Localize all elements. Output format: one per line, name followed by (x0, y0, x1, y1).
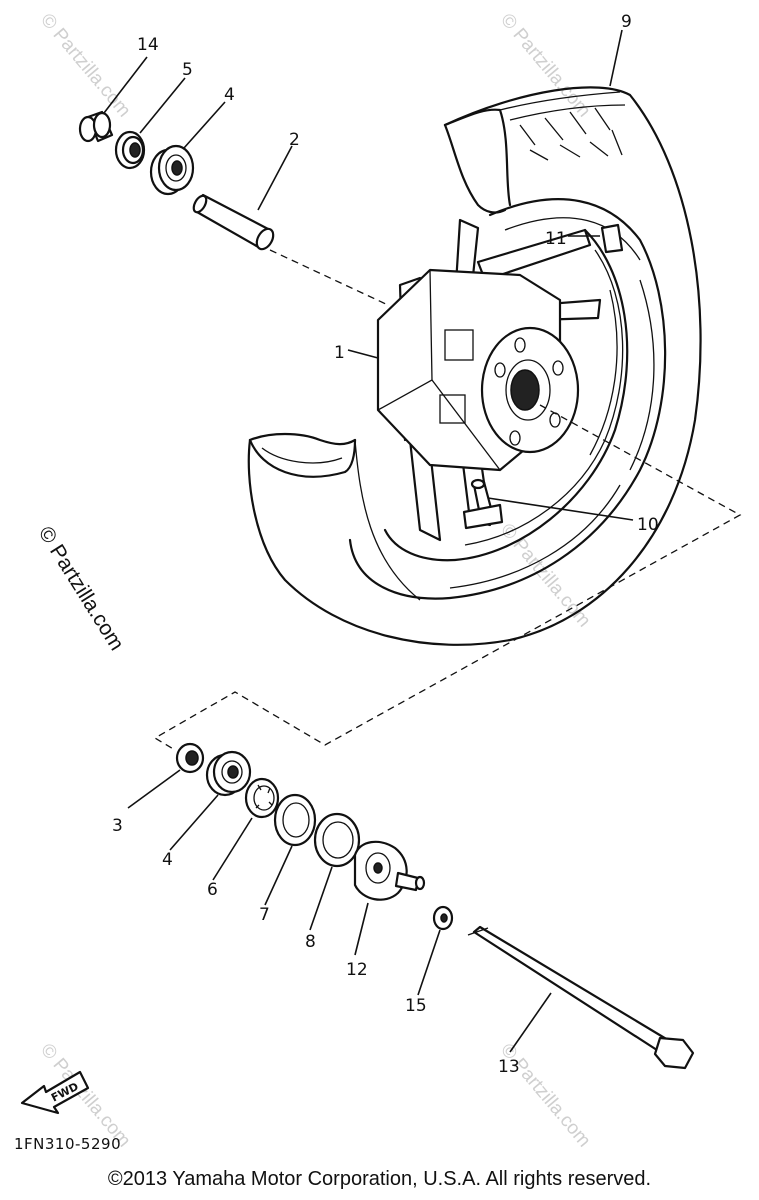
washer-15 (432, 905, 454, 931)
callout-4-top: 4 (224, 85, 235, 105)
leader-lines (103, 29, 634, 1053)
callout-5: 5 (182, 60, 193, 80)
callout-numbers: 14 5 4 2 9 11 1 10 3 4 6 7 8 12 15 13 (112, 12, 659, 1077)
callout-8: 8 (305, 932, 316, 952)
callout-13: 13 (498, 1057, 520, 1077)
callout-10: 10 (637, 515, 659, 535)
collar-3 (175, 742, 205, 774)
diagram-code: 1FN310-5290 (14, 1135, 122, 1153)
wheel-rim (376, 218, 629, 562)
faint-watermarks: © Partzilla.com © Partzilla.com © Partzi… (36, 10, 594, 1152)
callout-4-bottom: 4 (162, 850, 173, 870)
fwd-arrow: FWD (20, 1070, 90, 1115)
callout-9: 9 (621, 12, 632, 32)
copyright-text: ©2013 Yamaha Motor Corporation, U.S.A. A… (107, 1168, 652, 1190)
balance-weight (600, 223, 624, 254)
callout-11: 11 (545, 229, 567, 249)
callout-3: 3 (112, 816, 123, 836)
callout-15: 15 (405, 996, 427, 1016)
valve-stem (462, 478, 504, 530)
oil-seal-5 (114, 130, 146, 170)
watermark-side: © Partzilla.com (34, 522, 128, 654)
callout-14: 14 (137, 35, 159, 55)
watermark-top-left: © Partzilla.com (36, 10, 134, 122)
washer-7 (273, 793, 317, 847)
callout-12: 12 (346, 960, 368, 980)
watermark-mid-right: © Partzilla.com (496, 520, 594, 632)
watermark-top-right: © Partzilla.com (496, 10, 594, 122)
callout-7: 7 (259, 905, 270, 925)
bearing-4-top (149, 144, 195, 196)
callout-1: 1 (334, 343, 345, 363)
assembly-lines (153, 249, 742, 751)
gear-unit-12 (353, 840, 426, 901)
tire (247, 86, 702, 646)
spacer-2 (192, 193, 275, 251)
callout-6: 6 (207, 880, 218, 900)
retainer-6 (244, 777, 280, 819)
axle-13 (467, 925, 695, 1070)
callout-2: 2 (289, 130, 300, 150)
oil-seal-8 (313, 812, 361, 868)
collar-14 (78, 110, 114, 143)
bearing-4-bottom (205, 750, 252, 797)
